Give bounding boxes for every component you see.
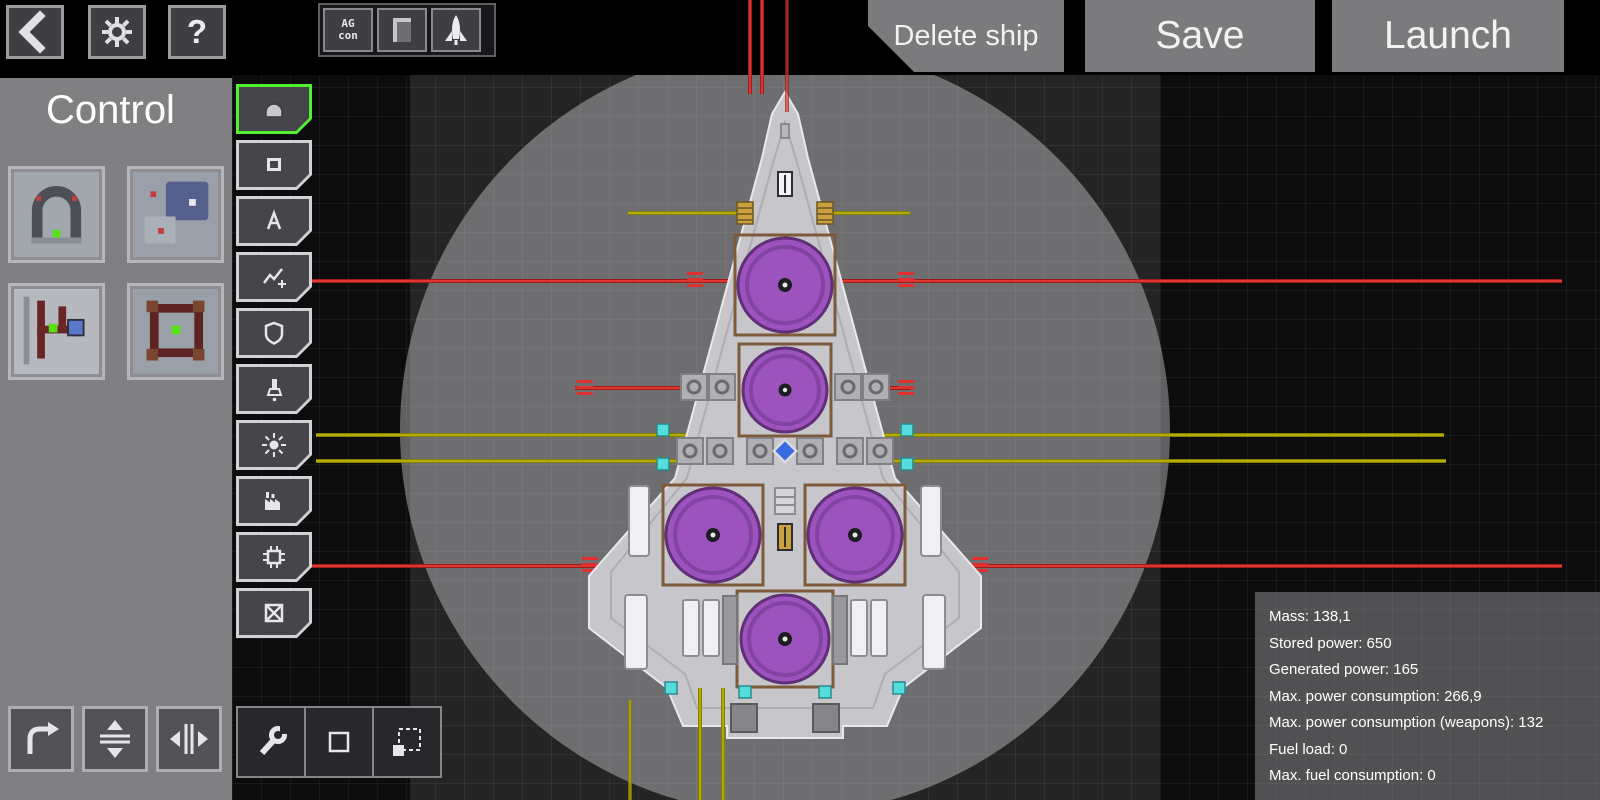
stat-line: Stored power: 650 (1269, 634, 1392, 652)
mirror-horizontal-button[interactable] (156, 706, 222, 772)
help-label: ? (186, 13, 208, 50)
stat-line: Max. power consumption (weapons): 132 (1269, 714, 1544, 731)
ag-config-button[interactable]: AG con (323, 8, 373, 52)
weapon-arc-line (628, 700, 632, 800)
back-arrow-icon (18, 10, 46, 54)
ship-view-button[interactable] (431, 8, 481, 52)
launch-button[interactable]: Launch (1332, 0, 1564, 72)
hardpoint-ticks (687, 272, 703, 288)
category-power[interactable] (236, 252, 312, 302)
block-tool-button[interactable] (306, 708, 374, 776)
fuel-tanks (624, 485, 946, 670)
stat-line: Fuel load: 0 (1269, 740, 1348, 758)
delete-ship-button[interactable]: Delete ship (868, 0, 1064, 72)
category-reactor[interactable] (236, 420, 312, 470)
edit-mode-toolbar (236, 706, 442, 778)
module-slot-frame[interactable] (127, 283, 224, 380)
turret-icon (259, 206, 289, 236)
module-slot-conduit[interactable] (8, 283, 105, 380)
selection-icon (393, 728, 421, 756)
inventory-panel: Control (0, 78, 232, 800)
factory-icon (259, 486, 289, 516)
shield-icon (259, 318, 289, 348)
category-title: Control (46, 88, 175, 132)
cyan-blocks (656, 423, 914, 699)
selection-tool-button[interactable] (374, 708, 440, 776)
mirror-vertical-button[interactable] (82, 706, 148, 772)
save-button[interactable]: Save (1085, 0, 1315, 72)
ag-config-label: AG con (338, 17, 358, 42)
core-gem (771, 437, 799, 465)
module-slot-bridge[interactable] (8, 166, 105, 263)
rotate-button[interactable] (8, 706, 74, 772)
hull-inner-line (610, 118, 960, 709)
weapon-arc-line (748, 0, 752, 94)
help-button[interactable]: ? (168, 5, 226, 59)
remove-icon (259, 598, 289, 628)
reactor-core (803, 483, 907, 587)
square-icon (328, 731, 350, 753)
cockpit-icon (259, 150, 289, 180)
reactor-core (661, 483, 765, 587)
reactor-core (733, 233, 837, 337)
layers-button[interactable] (377, 8, 427, 52)
frame-module-icon (133, 289, 218, 374)
ship-stats-panel: Mass: 138,1 Stored power: 650 Generated … (1255, 592, 1600, 800)
hardpoint-ticks (898, 380, 914, 396)
weapon-arc-line (310, 279, 1562, 283)
launch-label: Launch (1384, 14, 1512, 57)
electronics-icon (259, 542, 289, 572)
wrench-icon (259, 725, 289, 756)
category-remove[interactable] (236, 588, 312, 638)
category-turret[interactable] (236, 196, 312, 246)
reactor-icon (259, 430, 289, 460)
module-list (8, 166, 226, 380)
nose-detail (780, 123, 790, 139)
hardpoint-ticks (898, 272, 914, 288)
rotate-icon (27, 722, 59, 754)
weapon-arc-line (721, 688, 725, 800)
weapon-arc-line (760, 0, 764, 94)
weapon-arc-line (785, 0, 789, 112)
category-thruster[interactable] (236, 364, 312, 414)
layers-icon (393, 18, 411, 42)
ship-blueprint[interactable] (585, 80, 985, 740)
gray-columns (722, 595, 848, 665)
stat-line: Generated power: 165 (1269, 661, 1419, 678)
stat-line: Max. power consumption: 266,9 (1269, 687, 1482, 705)
conduit-module-icon (14, 289, 99, 374)
ladder-detail (774, 487, 796, 515)
stat-line: Mass: 138,1 (1269, 608, 1351, 625)
save-label: Save (1155, 14, 1245, 57)
category-cockpit[interactable] (236, 140, 312, 190)
gear-icon (102, 17, 132, 47)
wrench-tool-button[interactable] (238, 708, 306, 776)
category-armor[interactable] (236, 84, 312, 134)
computer-module-icon (133, 172, 218, 257)
back-button[interactable] (6, 5, 64, 59)
category-shield[interactable] (236, 308, 312, 358)
engine-blocks (730, 703, 840, 733)
weapon-arc-line (698, 688, 702, 800)
hardpoint-ticks (577, 380, 593, 396)
view-options-group: AG con (318, 3, 496, 57)
mirror-vertical-icon (100, 720, 130, 758)
delete-ship-label: Delete ship (893, 19, 1039, 52)
bridge-module-icon (14, 172, 99, 257)
category-factory[interactable] (236, 476, 312, 526)
module-slot-computer[interactable] (127, 166, 224, 263)
stat-line: Max. fuel consumption: 0 (1269, 767, 1436, 784)
settings-button[interactable] (88, 5, 146, 59)
rocket-icon (445, 15, 467, 45)
mirror-horizontal-icon (170, 724, 208, 754)
reactor-core (737, 342, 833, 438)
category-electronics[interactable] (236, 532, 312, 582)
power-icon (259, 262, 289, 292)
editor-grid[interactable]: Mass: 138,1 Stored power: 650 Generated … (232, 0, 1600, 800)
armor-icon (259, 94, 289, 124)
thruster-icon (259, 374, 289, 404)
